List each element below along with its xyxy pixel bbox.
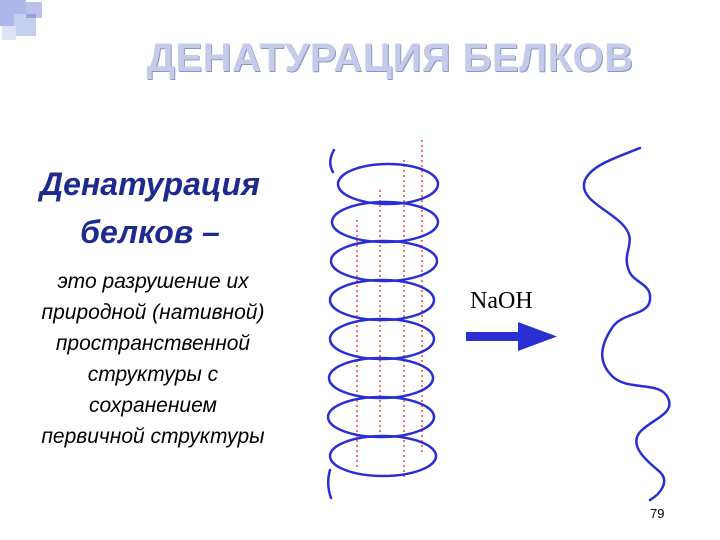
random-coil — [584, 148, 670, 500]
reagent-label: NaOH — [470, 288, 533, 315]
page-number: 79 — [650, 506, 664, 521]
arrow-icon — [466, 322, 557, 351]
hydrogen-bonds — [357, 140, 422, 480]
